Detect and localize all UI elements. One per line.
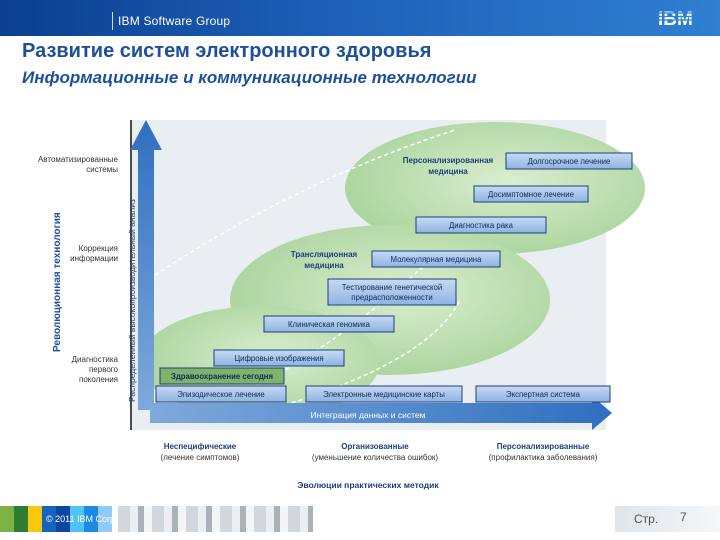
arc-middle <box>229 249 441 401</box>
y-level-diagnostics-line2: первого <box>89 365 119 374</box>
svg-text:предрасположенности: предрасположенности <box>351 293 432 302</box>
zone-label-translational-line1: Трансляционная <box>291 250 358 259</box>
svg-text:Досимптомное лечение: Досимптомное лечение <box>488 190 574 199</box>
zone-label-personalized-line2: медицина <box>428 167 468 176</box>
svg-text:Долгосрочное лечение: Долгосрочное лечение <box>528 157 611 166</box>
svg-text:Эпизодическое лечение: Эпизодическое лечение <box>177 390 264 399</box>
svg-text:Тестирование генетической: Тестирование генетической <box>342 283 443 292</box>
svg-text:Электронные медицинские карты: Электронные медицинские карты <box>323 390 445 399</box>
x-level-organized-detail: (уменьшение количества ошибок) <box>312 453 439 462</box>
page-number: 7 <box>680 510 687 524</box>
zone-label-personalized-line1: Персонализированная <box>403 156 494 165</box>
header-divider <box>112 12 113 30</box>
y-level-diagnostics-line3: поколения <box>79 375 118 384</box>
vertical-arrow <box>130 120 162 410</box>
box-genetic-test: Тестирование генетической предрасположен… <box>327 278 457 306</box>
box-presymptom: Досимптомное лечение <box>473 185 589 203</box>
page-label: Стр. <box>634 512 659 526</box>
page-subtitle: Информационные и коммуникационные технол… <box>22 68 477 87</box>
photo-strip <box>118 506 313 532</box>
svg-text:Диагностика рака: Диагностика рака <box>449 221 514 230</box>
x-level-personalized-detail: (профилактика заболевания) <box>489 453 598 462</box>
box-expert-system: Экспертная система <box>475 385 611 403</box>
box-digital-images: Цифровые изображения <box>213 349 345 367</box>
y-axis-secondary-title: Распределенный высокопроизводительный ан… <box>127 199 137 402</box>
ibm-logo: IBM <box>656 9 708 30</box>
box-cancer-dx: Диагностика рака <box>415 216 547 234</box>
x-axis-bar-label: Интеграция данных и систем <box>311 410 426 420</box>
ehealth-diagram: Революционная технология Распределенный … <box>38 120 645 490</box>
svg-text:Цифровые изображения: Цифровые изображения <box>234 354 323 363</box>
color-tiles <box>0 506 112 532</box>
svg-text:Здравоохранение сегодня: Здравоохранение сегодня <box>171 372 273 381</box>
horizontal-arrow <box>150 396 612 430</box>
box-today: Здравоохранение сегодня <box>159 367 285 385</box>
box-clinical-genomics: Клиническая геномика <box>263 315 395 333</box>
box-long-term: Долгосрочное лечение <box>505 152 633 170</box>
y-level-correction-line2: информации <box>70 254 118 263</box>
x-level-nonspecific: Неспецифические <box>164 442 237 451</box>
svg-text:Молекулярная медицина: Молекулярная медицина <box>391 255 483 264</box>
y-level-automated-line1: Автоматизированные <box>38 155 119 164</box>
y-level-diagnostics-line1: Диагностика <box>72 355 119 364</box>
x-axis-title: Эволюции практических методик <box>297 480 439 490</box>
zone-label-translational-line2: медицина <box>304 261 344 270</box>
box-molecular: Молекулярная медицина <box>371 250 501 268</box>
y-axis-title: Революционная технология <box>52 212 63 352</box>
x-level-nonspecific-detail: (лечение симптомов) <box>161 453 240 462</box>
arc-upper <box>154 129 456 276</box>
page-title: Развитие систем электронного здоровья <box>22 40 432 62</box>
x-level-organized: Организованные <box>341 442 409 451</box>
svg-text:Клиническая геномика: Клиническая геномика <box>288 320 371 329</box>
group-label: IBM Software Group <box>118 14 231 28</box>
copyright: © 2011 IBM Corporation <box>46 514 143 524</box>
box-emr: Электронные медицинские карты <box>305 385 463 403</box>
x-level-personalized: Персонализированные <box>497 442 590 451</box>
svg-text:Экспертная система: Экспертная система <box>506 390 581 399</box>
header-band: IBM Software Group IBM <box>0 0 720 36</box>
footer: © 2011 IBM Corporation Стр. 7 <box>0 500 720 540</box>
footer-right-strip <box>615 506 720 532</box>
y-level-correction-line1: Коррекция <box>79 244 118 253</box>
y-level-automated-line2: системы <box>86 165 118 174</box>
box-episodic: Эпизодическое лечение <box>155 385 287 403</box>
